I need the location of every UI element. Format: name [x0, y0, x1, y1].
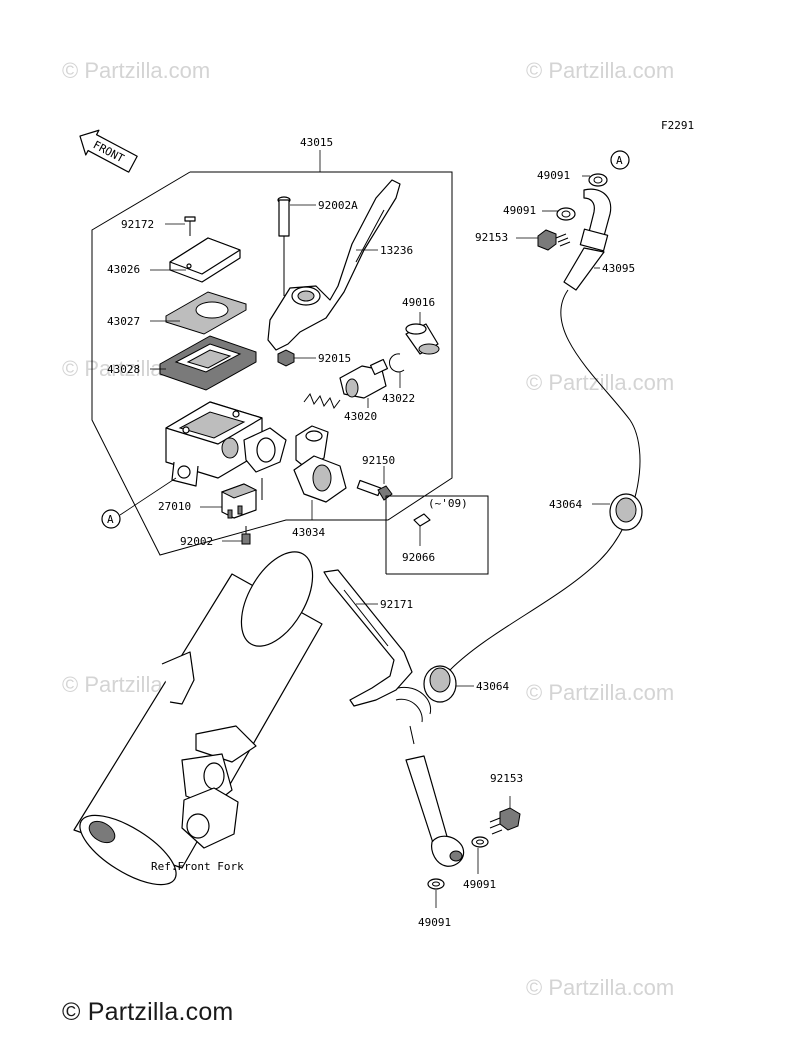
diagram-code: F2291 [661, 119, 694, 132]
callout-a-left [101, 509, 121, 529]
label-43064-a: 43064 [549, 498, 582, 511]
watermark-4: © Partzilla.com [526, 370, 674, 395]
brake-hose [449, 289, 641, 671]
ref-front-fork: Ref.Front Fork [151, 860, 244, 873]
front-fork [73, 551, 323, 886]
bolt-92150 [356, 479, 393, 501]
reservoir-cover-43026 [169, 237, 241, 283]
label-92153-a: 92153 [475, 231, 508, 244]
watermark-6: © Partzilla.com [526, 680, 674, 705]
diaphragm-plate-43027 [165, 291, 247, 335]
watermark-1: © Partzilla.com [62, 58, 210, 83]
label-49016: 49016 [402, 296, 435, 309]
label-92015: 92015 [318, 352, 351, 365]
screw-92002 [241, 526, 251, 545]
nut-92015 [277, 349, 295, 367]
label-49091-c: 49091 [463, 878, 496, 891]
screw-92172 [184, 216, 196, 236]
lower-fittings [405, 725, 521, 890]
master-cylinder-body [165, 401, 329, 487]
front-arrow: FRONT [79, 129, 138, 173]
clamp-43034 [261, 455, 347, 503]
watermarks: © Partzilla.com © Partzilla.com © Partzi… [62, 58, 674, 1000]
watermark-2: © Partzilla.com [526, 58, 674, 83]
label-43064-b: 43064 [476, 680, 509, 693]
brake-lever-13236 [267, 179, 401, 351]
bolt-92002a [277, 196, 291, 296]
assembly-frame [91, 171, 453, 556]
label-43028: 43028 [107, 363, 140, 376]
hose-bracket-92171 [323, 569, 432, 723]
label-43022: 43022 [382, 392, 415, 405]
label-92066: 92066 [402, 551, 435, 564]
dust-boot-49016 [405, 323, 440, 355]
label-92153-b: 92153 [490, 772, 523, 785]
note-box: (~'09) 92066 [385, 495, 489, 575]
label-92172: 92172 [121, 218, 154, 231]
label-49091-a: 49091 [537, 169, 570, 182]
callout-a-right [610, 150, 630, 170]
circlip-43022 [389, 353, 405, 373]
label-43095: 43095 [602, 262, 635, 275]
grommet-43064-right [609, 493, 643, 531]
brake-switch-27010 [220, 483, 258, 519]
callout-a-right-label: A [616, 154, 623, 167]
label-43027: 43027 [107, 315, 140, 328]
label-43034: 43034 [292, 526, 325, 539]
label-92171: 92171 [380, 598, 413, 611]
label-27010: 27010 [158, 500, 191, 513]
watermark-7: © Partzilla.com [526, 975, 674, 1000]
label-92002: 92002 [180, 535, 213, 548]
upper-fittings: A [537, 150, 630, 291]
brand-logo[interactable]: © Partzilla.com [62, 998, 234, 1026]
label-49091-b: 49091 [503, 204, 536, 217]
diaphragm-43028 [159, 335, 257, 391]
label-49091-d: 49091 [418, 916, 451, 929]
year-note: (~'09) [428, 497, 468, 510]
label-43026: 43026 [107, 263, 140, 276]
label-43015: 43015 [300, 136, 333, 149]
grommet-43064-center [423, 665, 457, 703]
label-43020: 43020 [344, 410, 377, 423]
callout-a-left-label: A [107, 513, 114, 526]
label-13236: 13236 [380, 244, 413, 257]
piston-kit-43020 [303, 358, 389, 410]
label-92002a: 92002A [318, 199, 358, 212]
label-92150: 92150 [362, 454, 395, 467]
